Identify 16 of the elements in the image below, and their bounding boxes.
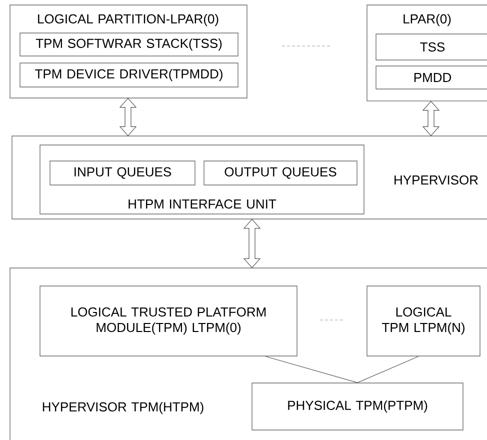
- process-box: PHYSICAL TPM(PTPM): [252, 382, 464, 430]
- box-heading: LOGICAL PARTITION-LPAR(0): [38, 14, 218, 26]
- connector-line: [357, 356, 419, 383]
- process-box: TSS: [376, 34, 487, 60]
- process-box: PMDD: [376, 66, 487, 90]
- process-box: INPUT QUEUES: [50, 160, 196, 186]
- process-box: LOGICAL TRUSTED PLATFORM MODULE(TPM) LTPM(0): [40, 286, 298, 356]
- box-heading: HYPERVISOR TPM(HTPM): [42, 402, 204, 414]
- box-heading: HTPM INTERFACE UNIT: [128, 199, 276, 209]
- process-box: TPM DEVICE DRIVER(TPMDD): [20, 62, 238, 88]
- process-box: LOGICAL TPM LTPM(N): [366, 286, 480, 356]
- connector-line: [265, 356, 358, 383]
- process-box: TPM SOFTWRAR STACK(TSS): [20, 32, 238, 56]
- box-heading: LPAR(0): [404, 14, 451, 26]
- box-heading: HYPERVISOR: [394, 175, 478, 185]
- process-box: OUTPUT QUEUES: [204, 160, 358, 186]
